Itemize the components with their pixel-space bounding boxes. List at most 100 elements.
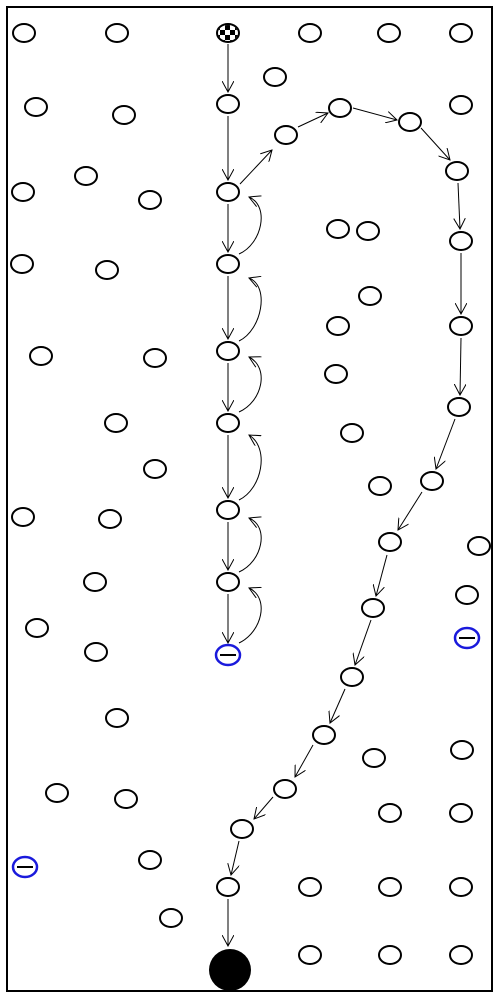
blue-barred-circle-icon [11, 855, 39, 879]
path-arrow [254, 796, 274, 819]
peg-marker [298, 23, 322, 43]
peg-marker [326, 316, 350, 336]
peg-marker [378, 803, 402, 823]
peg-marker [216, 341, 240, 361]
peg-marker [74, 166, 98, 186]
peg-marker [143, 459, 167, 479]
peg-marker [11, 182, 35, 202]
peg-marker [378, 877, 402, 897]
peg-marker [84, 642, 108, 662]
path-arrow [355, 619, 372, 665]
peg-marker [358, 286, 382, 306]
peg-marker [263, 67, 287, 87]
peg-marker [105, 23, 129, 43]
peg-marker [298, 877, 322, 897]
path-arrow [420, 127, 450, 160]
peg-marker [447, 397, 471, 417]
peg-marker [216, 254, 240, 274]
special-marker-layer [11, 626, 481, 879]
return-arrow [238, 197, 262, 255]
peg-marker [274, 125, 298, 145]
peg-marker [216, 94, 240, 114]
path-arrow [458, 182, 460, 229]
course-border [6, 6, 493, 992]
peg-marker [105, 708, 129, 728]
blue-barred-circle-icon [453, 626, 481, 650]
peg-marker [10, 254, 34, 274]
peg-marker [273, 779, 297, 799]
peg-marker [138, 850, 162, 870]
peg-marker [455, 585, 479, 605]
peg-marker [25, 618, 49, 638]
peg-marker [449, 316, 473, 336]
return-arrow [238, 435, 262, 501]
peg-marker [362, 748, 386, 768]
peg-marker [449, 95, 473, 115]
peg-marker [112, 105, 136, 125]
peg-marker [298, 945, 322, 965]
peg-marker [230, 819, 254, 839]
peg-marker [216, 572, 240, 592]
path-arrow [239, 150, 272, 185]
peg-marker [398, 112, 422, 132]
peg-marker [324, 364, 348, 384]
path-arrow [436, 418, 456, 469]
peg-marker [312, 725, 336, 745]
peg-marker [378, 945, 402, 965]
path-arrow [352, 107, 397, 120]
peg-marker [138, 190, 162, 210]
finish-marker [209, 949, 251, 991]
path-arrow [376, 554, 388, 596]
return-arrow [238, 518, 262, 573]
return-arrow [238, 278, 262, 342]
peg-marker [12, 23, 36, 43]
peg-marker [24, 97, 48, 117]
peg-marker [216, 500, 240, 520]
peg-marker [378, 532, 402, 552]
start-marker [216, 23, 240, 43]
peg-marker [29, 346, 53, 366]
peg-marker [368, 476, 392, 496]
peg-layer [10, 23, 491, 965]
peg-marker [356, 221, 380, 241]
peg-marker [449, 231, 473, 251]
blue-barred-circle-icon [214, 643, 242, 667]
peg-marker [361, 598, 385, 618]
peg-marker [216, 877, 240, 897]
peg-marker [159, 908, 183, 928]
peg-marker [45, 783, 69, 803]
peg-marker [377, 23, 401, 43]
peg-marker [450, 740, 474, 760]
peg-marker [83, 572, 107, 592]
peg-marker [216, 413, 240, 433]
peg-marker [445, 161, 469, 181]
peg-marker [449, 877, 473, 897]
return-arrow [238, 588, 262, 644]
peg-marker [467, 536, 491, 556]
peg-marker [340, 423, 364, 443]
path-arrow [297, 113, 328, 128]
peg-marker [326, 219, 350, 239]
path-arrow [398, 491, 423, 530]
path-arrow [330, 688, 346, 723]
path-arrow [295, 744, 314, 777]
checkered-fill [218, 25, 238, 41]
peg-marker [11, 507, 35, 527]
peg-marker [449, 945, 473, 965]
peg-marker [420, 471, 444, 491]
peg-marker [98, 509, 122, 529]
peg-marker [340, 667, 364, 687]
return-arrow [238, 357, 262, 413]
peg-marker [328, 98, 352, 118]
peg-marker [104, 413, 128, 433]
peg-marker [449, 803, 473, 823]
peg-marker [216, 182, 240, 202]
peg-marker [143, 348, 167, 368]
peg-marker [114, 789, 138, 809]
path-arrows [228, 44, 461, 946]
path-arrow [231, 840, 240, 875]
peg-marker [95, 260, 119, 280]
peg-marker [449, 23, 473, 43]
